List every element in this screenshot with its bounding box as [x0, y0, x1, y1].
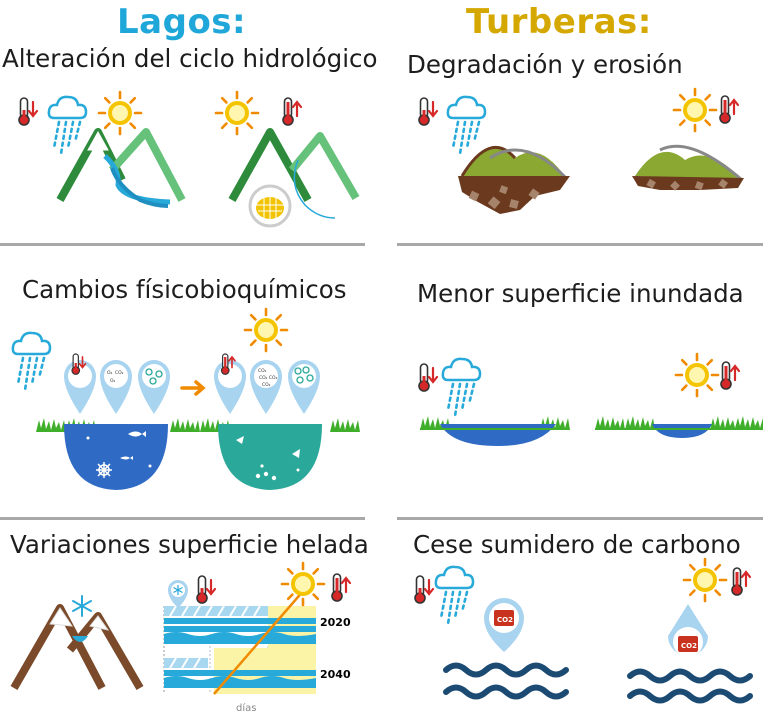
- flooded-surface-art: [417, 352, 763, 446]
- sun-icon: [674, 352, 720, 398]
- peatlands-section-2-label: Menor superficie inundada: [417, 279, 744, 308]
- lakes-section-1-label: Alteración del ciclo hidrológico: [2, 44, 378, 73]
- thermometer-icon: [719, 360, 741, 391]
- rain-cloud-icon: [446, 95, 487, 156]
- peatlands-divider-1: [397, 243, 763, 246]
- thermometer-icon: [417, 96, 439, 127]
- sun-icon: [682, 557, 728, 603]
- snowflake-icon: [72, 595, 92, 617]
- xaxis-label: días: [236, 702, 256, 714]
- fish-icon: [120, 456, 133, 460]
- lakes-divider-2: [0, 517, 365, 520]
- svg-text:O₂: O₂: [107, 370, 113, 376]
- carbon-sink-art: CO2 CO2: [413, 557, 752, 701]
- sun-icon: [280, 561, 326, 607]
- svg-text:O₂: O₂: [110, 378, 116, 384]
- thermometer-icon: [718, 94, 740, 125]
- rain-cloud-icon: [47, 95, 88, 156]
- arrow-right-icon: [180, 380, 206, 396]
- thermometer-icon: [17, 96, 39, 127]
- svg-text:CO₂: CO₂: [262, 382, 271, 388]
- peatlands-section-1-label: Degradación y erosión: [407, 50, 683, 79]
- co2-pin-sun: CO2: [668, 604, 708, 657]
- bacteria-icon: [96, 462, 112, 478]
- rain-cloud-icon: [11, 331, 52, 392]
- pin-bacteria: [138, 360, 170, 414]
- svg-text:CO2: CO2: [681, 642, 697, 650]
- lakes-divider-1: [0, 243, 365, 246]
- sun-icon: [97, 90, 143, 136]
- co2-badge-icon: [494, 610, 514, 626]
- thermometer-icon: [730, 566, 752, 597]
- svg-text:CO₂: CO₂: [115, 370, 124, 376]
- thermometer-icon: [281, 96, 303, 127]
- ice-timeline-chart: 2020 2040 días: [163, 589, 351, 714]
- sun-icon: [214, 90, 260, 136]
- svg-text:CO₂ CO₂: CO₂ CO₂: [259, 375, 278, 381]
- sun-icon: [243, 307, 289, 353]
- co2-badge-icon: [678, 636, 698, 652]
- peatlands-section-3-label: Cese sumidero de carbono: [413, 530, 741, 559]
- hydrologic-cycle-art: [17, 90, 360, 228]
- peatlands-divider-2: [397, 517, 763, 520]
- thermometer-icon: [417, 362, 439, 393]
- lakes-title: Lagos:: [117, 2, 247, 42]
- pin-thermo-down: [64, 353, 96, 414]
- thermometer-icon: [195, 574, 217, 605]
- pin-thermo-up: [214, 353, 246, 414]
- svg-text:CO2: CO2: [497, 616, 513, 624]
- svg-text:CO₂: CO₂: [258, 368, 267, 374]
- fish-icon: [128, 431, 146, 437]
- thermometer-icon: [413, 574, 435, 605]
- frozen-surface-art: 2020 2040 días: [10, 561, 352, 714]
- year-2040-label: 2040: [320, 668, 351, 681]
- lakes-section-3-label: Variaciones superficie helada: [10, 530, 369, 559]
- pin-bacteria-more: [288, 360, 320, 414]
- peat-degradation-art: [417, 87, 744, 214]
- thermometer-icon: [330, 572, 352, 603]
- co2-pin-cloud: CO2: [484, 598, 524, 652]
- sun-icon: [672, 87, 718, 133]
- year-2020-label: 2020: [320, 616, 351, 629]
- rain-cloud-icon: [434, 565, 475, 626]
- lakes-section-2-label: Cambios físicobioquímicos: [22, 275, 347, 304]
- peatlands-title: Turberas:: [466, 2, 652, 42]
- rain-cloud-icon: [441, 357, 482, 418]
- pin-snowflake: [168, 580, 188, 608]
